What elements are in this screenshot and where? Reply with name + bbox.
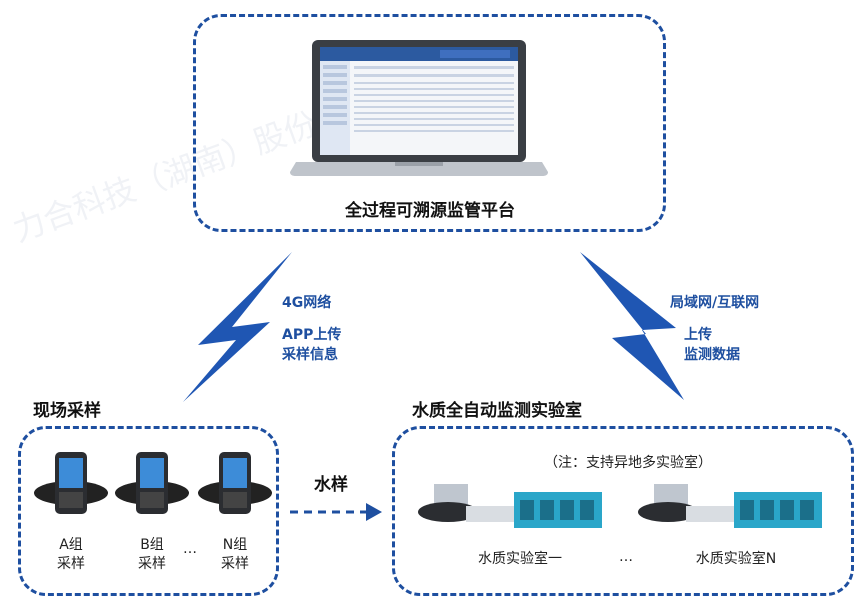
right-upload-label: 上传 bbox=[684, 327, 712, 343]
field-sampling-title: 现场采样 bbox=[33, 401, 101, 421]
handheld-device-b-icon bbox=[115, 452, 189, 514]
lab-unit-1-label: 水质实验室一 bbox=[478, 551, 562, 567]
field-ellipsis: … bbox=[183, 541, 197, 557]
platform-title: 全过程可溯源监管平台 bbox=[345, 201, 515, 221]
handheld-device-n-icon bbox=[198, 452, 272, 514]
field-sampling-box bbox=[18, 426, 279, 596]
right-lightning-icon bbox=[580, 252, 684, 400]
group-a-label: A组采样 bbox=[57, 537, 85, 572]
group-b-label: B组采样 bbox=[138, 537, 166, 572]
lab-title: 水质全自动监测实验室 bbox=[412, 401, 582, 421]
lab-instrument-1-icon bbox=[418, 484, 602, 528]
lab-box bbox=[392, 426, 854, 596]
lab-unit-n-label: 水质实验室N bbox=[695, 551, 777, 567]
left-upload-info-label: 采样信息 bbox=[282, 347, 338, 363]
right-upload-data-label: 监测数据 bbox=[684, 347, 740, 363]
left-network-label: 4G网络 bbox=[282, 295, 332, 311]
water-sample-label: 水样 bbox=[314, 475, 348, 495]
handheld-device-a-icon bbox=[34, 452, 108, 514]
left-upload-label: APP上传 bbox=[282, 327, 342, 343]
lab-note: （注：支持异地多实验室） bbox=[544, 455, 712, 471]
arrow-head-icon bbox=[366, 503, 382, 521]
lab-instrument-n-icon bbox=[638, 484, 822, 528]
right-network-label: 局域网/互联网 bbox=[670, 295, 760, 311]
group-n-label: N组采样 bbox=[221, 537, 249, 572]
lab-ellipsis: … bbox=[619, 549, 633, 565]
platform-box bbox=[193, 14, 666, 232]
left-lightning-icon bbox=[183, 252, 292, 402]
